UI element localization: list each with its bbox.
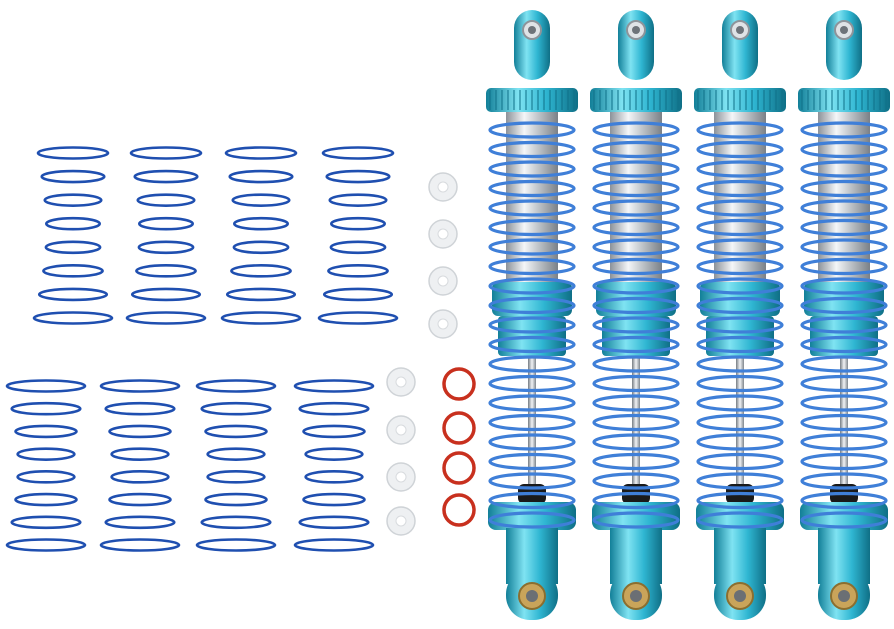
o-rings-group — [442, 367, 476, 527]
loose-spring-icon — [195, 379, 277, 552]
loose-spring-icon — [99, 379, 181, 552]
shock-absorber-icon — [590, 10, 682, 620]
o-ring-icon — [442, 411, 476, 445]
loose-spring-icon — [220, 146, 302, 325]
loose-spring-icon — [125, 146, 207, 325]
spacer-washer-icon — [386, 415, 416, 445]
o-ring-icon — [442, 451, 476, 485]
spacer-washer-icon — [386, 367, 416, 397]
loose-springs-group — [5, 146, 399, 552]
spacer-washer-icon — [428, 309, 458, 339]
spacer-washers-group — [386, 172, 458, 536]
loose-spring-icon — [293, 379, 375, 552]
loose-spring-icon — [5, 379, 87, 552]
loose-spring-icon — [32, 146, 114, 325]
o-ring-icon — [442, 367, 476, 401]
shock-absorber-icon — [486, 10, 578, 620]
spacer-washer-icon — [386, 462, 416, 492]
spacer-washer-icon — [428, 219, 458, 249]
shock-absorber-icon — [694, 10, 786, 620]
shock-absorber-icon — [798, 10, 890, 620]
loose-spring-icon — [317, 146, 399, 325]
shock-absorbers-group — [486, 10, 890, 620]
o-ring-icon — [442, 493, 476, 527]
spacer-washer-icon — [428, 266, 458, 296]
spacer-washer-icon — [386, 506, 416, 536]
spacer-washer-icon — [428, 172, 458, 202]
